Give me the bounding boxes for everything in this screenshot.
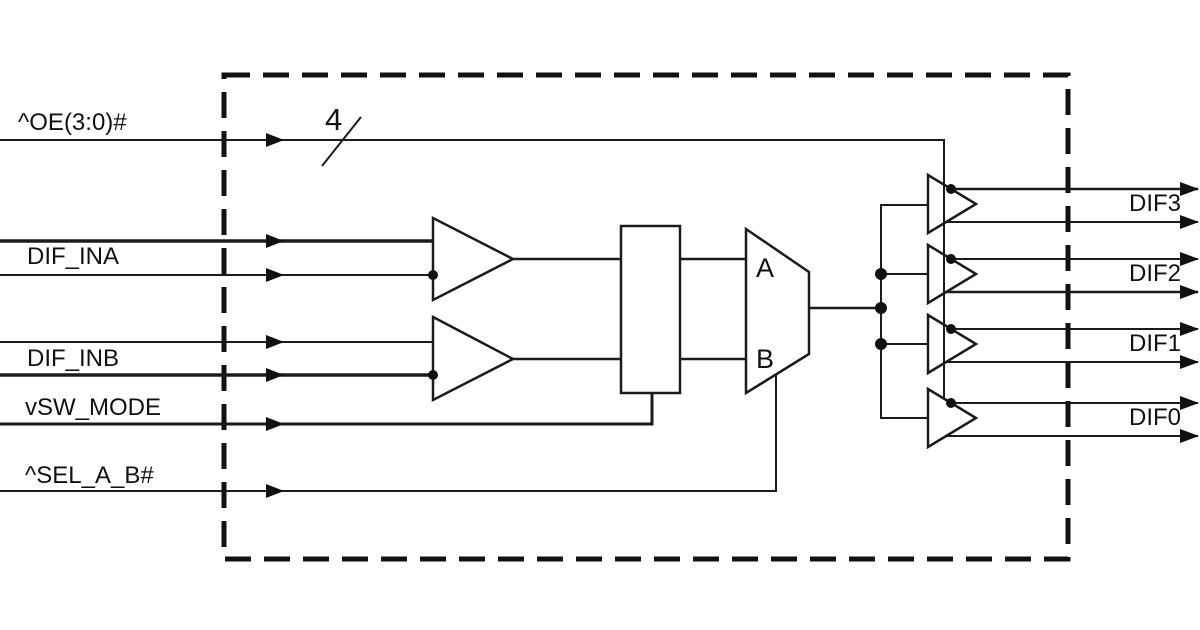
output-buffer-1-triangle xyxy=(926,312,979,376)
distribution-junction-dot-2 xyxy=(875,302,887,314)
vsw-mode-arrowhead xyxy=(266,417,284,431)
vsw-mode-line xyxy=(0,393,654,426)
buffer-2-tap-dot xyxy=(946,254,956,264)
sel-a-b-signal-label: ^SEL_A_B# xyxy=(25,462,154,489)
oe-signal-label: ^OE(3:0)# xyxy=(18,109,127,136)
mux-port-b-label: B xyxy=(756,344,774,374)
output-buffer-0-triangle xyxy=(926,386,979,450)
distribution-junction-dot-3 xyxy=(875,338,887,350)
dif0-positive-arrowhead xyxy=(1180,396,1199,410)
output-buffer-3-triangle xyxy=(926,172,979,236)
dif-ina-signal-label: DIF_INA xyxy=(27,243,119,270)
switch-block-rect xyxy=(619,224,682,395)
sel-a-b-line xyxy=(0,373,777,492)
dif0-negative-arrowhead xyxy=(1180,429,1199,443)
distribution-junction-dot-1 xyxy=(875,268,887,280)
vsw-mode-signal-label: vSW_MODE xyxy=(25,394,161,421)
inb-positive-arrowhead xyxy=(266,335,284,349)
mux-port-a-label: A xyxy=(756,253,774,283)
ina-negative-arrowhead xyxy=(266,268,284,282)
dif2-output-label: DIF2 xyxy=(1129,260,1181,287)
dif1-positive-arrowhead xyxy=(1180,322,1199,336)
dif1-output-label: DIF1 xyxy=(1129,330,1181,357)
ina-positive-arrowhead xyxy=(266,234,284,248)
dif2-positive-arrowhead xyxy=(1180,252,1199,266)
buffer-3-tap-dot xyxy=(946,184,956,194)
oe-arrowhead xyxy=(266,133,284,147)
inb-negative-junction-dot xyxy=(428,370,438,380)
buffer-0-tap-dot xyxy=(946,398,956,408)
dif-inb-signal-label: DIF_INB xyxy=(27,345,119,372)
ina-negative-junction-dot xyxy=(428,270,438,280)
input-buffer-a-triangle xyxy=(431,215,516,303)
inb-negative-arrowhead xyxy=(266,368,284,382)
output-buffer-2-triangle xyxy=(926,242,979,306)
sel-a-b-arrowhead xyxy=(266,484,284,498)
dif2-negative-arrowhead xyxy=(1180,285,1199,299)
oe-control-line xyxy=(0,139,945,399)
input-buffer-b-triangle xyxy=(431,314,516,403)
mux-trapezoid xyxy=(744,226,811,396)
bus-width-label: 4 xyxy=(325,102,342,137)
bus-width-slash xyxy=(321,116,362,167)
dif0-output-label: DIF0 xyxy=(1129,404,1181,431)
dif3-output-label: DIF3 xyxy=(1129,190,1181,217)
buffer-1-tap-dot xyxy=(946,324,956,334)
dif3-positive-arrowhead xyxy=(1180,182,1199,196)
clock-distribution-line xyxy=(880,204,928,419)
dif3-negative-arrowhead xyxy=(1180,215,1199,229)
dif1-negative-arrowhead xyxy=(1180,355,1199,369)
